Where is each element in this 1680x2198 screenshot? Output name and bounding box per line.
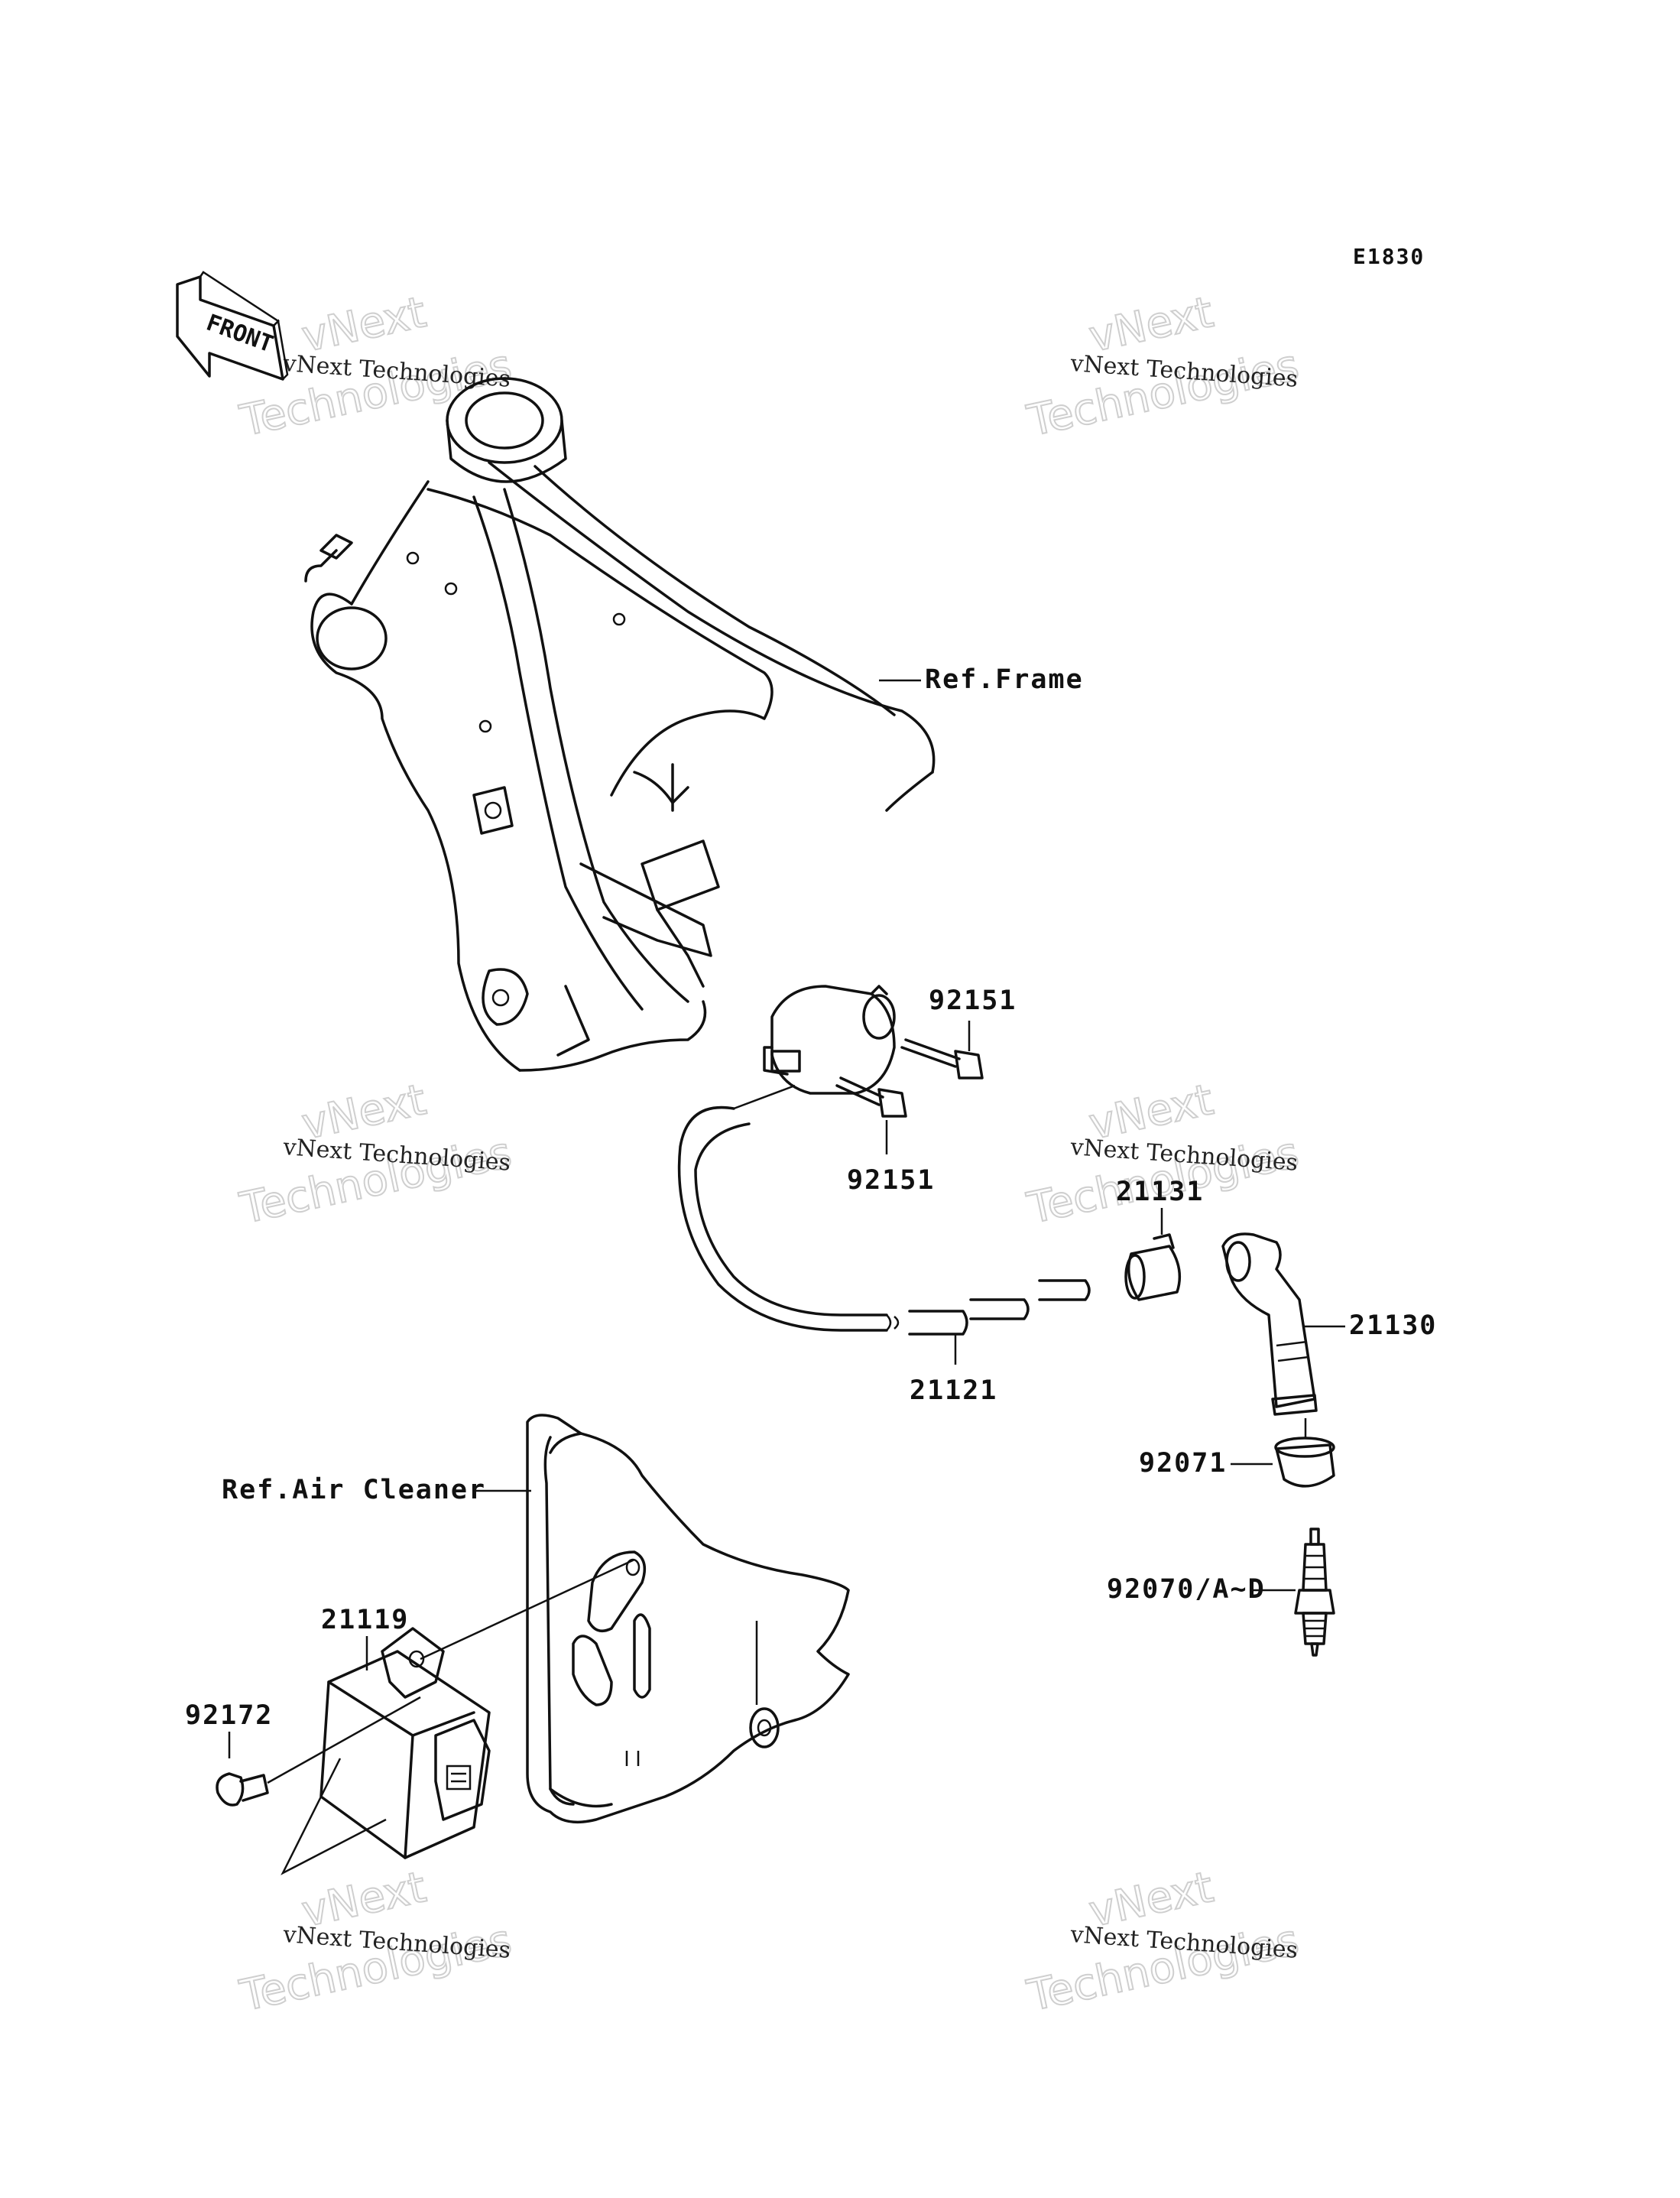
part-92151-lower: 92151	[847, 1165, 935, 1196]
hv-cable-drawing	[894, 1279, 1091, 1336]
igniter-bolt-icon	[216, 1696, 421, 1807]
spark-plug-icon	[1294, 1528, 1335, 1657]
part-21121: 21121	[910, 1375, 997, 1406]
watermark-mid-right: vNext Technologies vNext Technologies	[1022, 1074, 1303, 1235]
seal-icon	[1274, 1437, 1335, 1488]
watermark-line1: vNext	[297, 287, 430, 362]
part-92151-upper: 92151	[929, 985, 1017, 1016]
part-92070: 92070/A~D	[1107, 1574, 1266, 1605]
cap-holder-icon	[1124, 1233, 1182, 1301]
watermark-bottom-right: vNext Technologies vNext Technologies	[1022, 1862, 1303, 2022]
ref-frame-label: Ref.Frame	[925, 664, 1084, 695]
frame-drawing	[304, 377, 936, 1072]
watermark-mid-left: vNext Technologies vNext Technologies	[235, 1074, 516, 1235]
ignition-coil-drawing	[677, 985, 896, 1332]
plug-cap-icon	[1221, 1232, 1318, 1416]
watermark-line1: vNext	[1085, 287, 1218, 362]
watermark-bottom-left: vNext Technologies vNext Technologies	[235, 1862, 516, 2022]
air-cleaner-drawing	[526, 1414, 850, 1824]
watermark-top-right: vNext Technologies vNext Technologies	[1022, 287, 1303, 447]
part-92172: 92172	[185, 1700, 273, 1731]
diagram-code: E1830	[1353, 244, 1425, 269]
front-label: FRONT	[203, 310, 277, 359]
front-arrow-icon: FRONT	[176, 271, 289, 381]
bolt-upper-icon	[900, 1038, 984, 1080]
part-21130: 21130	[1349, 1310, 1437, 1341]
part-21119: 21119	[321, 1605, 409, 1635]
part-92071: 92071	[1139, 1448, 1227, 1479]
part-21131: 21131	[1116, 1177, 1204, 1207]
igniter-mount-leader	[281, 1758, 387, 1875]
ref-air-cleaner-label: Ref.Air Cleaner	[222, 1475, 486, 1505]
bolt-lower-icon	[835, 1076, 907, 1118]
watermark-top-left: vNext Technologies vNext Technologies	[235, 287, 516, 447]
